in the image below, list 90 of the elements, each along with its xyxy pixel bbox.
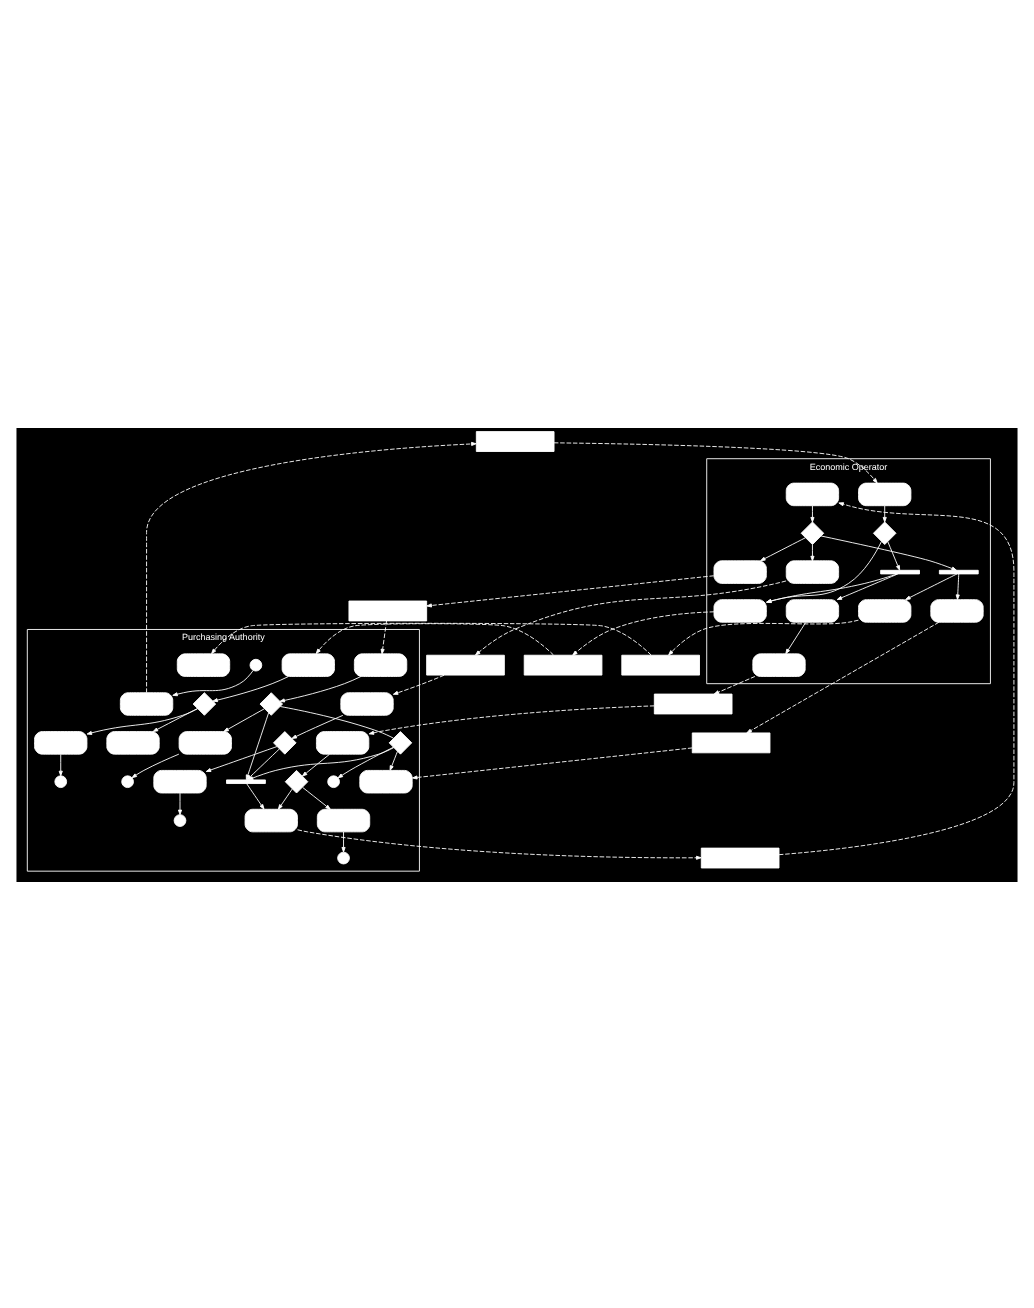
arrow [668,618,859,655]
arrow [392,673,445,694]
node-box [316,730,370,754]
arrow [572,610,715,655]
arrow [766,572,898,602]
arrow [778,501,1015,855]
node-box [359,768,413,793]
node-box [119,691,174,715]
arrow [291,713,344,738]
arrow [810,504,815,522]
arrow [368,704,655,734]
node-box [858,598,912,622]
node-diamond [259,691,283,715]
arrow [131,752,180,778]
arrow [955,572,960,599]
node-box [475,430,555,451]
connector [279,705,394,738]
node-box [785,481,840,506]
node-box [244,807,298,832]
node-box [523,653,603,675]
node-bar [880,568,920,574]
node-box [785,559,840,583]
node-circle [249,657,263,671]
arrow [279,675,362,702]
arrow [882,504,887,522]
node-box [353,652,408,676]
node-box [340,691,394,715]
node-box [316,807,371,832]
node-box [785,598,840,622]
arrow [212,675,289,702]
arrow [246,782,265,809]
node-circle [121,774,134,788]
node-diamond [872,520,897,544]
arrow [426,574,715,607]
node-circle [54,774,68,788]
arrow [86,707,199,734]
arrow [337,745,394,778]
node-box [691,731,771,753]
node-box [281,652,335,676]
arrow [301,752,330,776]
node-box [930,598,984,622]
node-circle [337,850,350,864]
arrow [389,749,398,770]
arrow [302,786,331,809]
node-box [713,598,767,622]
arrow [820,534,957,570]
node-box [621,653,700,675]
arrow [177,791,183,814]
arrow [223,707,265,731]
arrow [297,828,702,859]
arrow [277,787,293,809]
arrow [836,572,899,600]
arrow [205,745,278,771]
node-box [106,730,160,754]
arrow [810,543,815,561]
node-box [426,653,505,675]
arrow [475,579,787,655]
arrow [713,675,756,694]
arrow [152,707,198,731]
node-bar [226,778,266,783]
node-box [713,559,767,583]
arrow [315,622,554,655]
node-box [178,730,232,754]
node-circle [327,774,340,788]
node-diamond [800,520,825,544]
arrow [341,830,346,852]
arrow [553,441,878,483]
arrow [172,669,254,696]
node-box [700,846,780,868]
arrow [887,540,901,570]
arrow [58,752,63,776]
node-box [858,481,912,506]
arrow [146,440,477,693]
node-box [176,652,231,676]
node-bar [938,568,979,574]
arrow [380,619,387,654]
node-circle [173,813,187,826]
node-box [153,768,207,793]
node-box [34,730,88,754]
arrow [412,746,693,779]
arrow [211,621,652,655]
arrow [760,536,806,561]
node-box [752,652,806,676]
node-diamond [388,730,413,754]
arrow [766,540,882,603]
node-box [348,599,428,621]
arrow [746,620,940,733]
node-box [653,692,733,714]
arrow [905,572,958,600]
arrow [785,621,807,654]
